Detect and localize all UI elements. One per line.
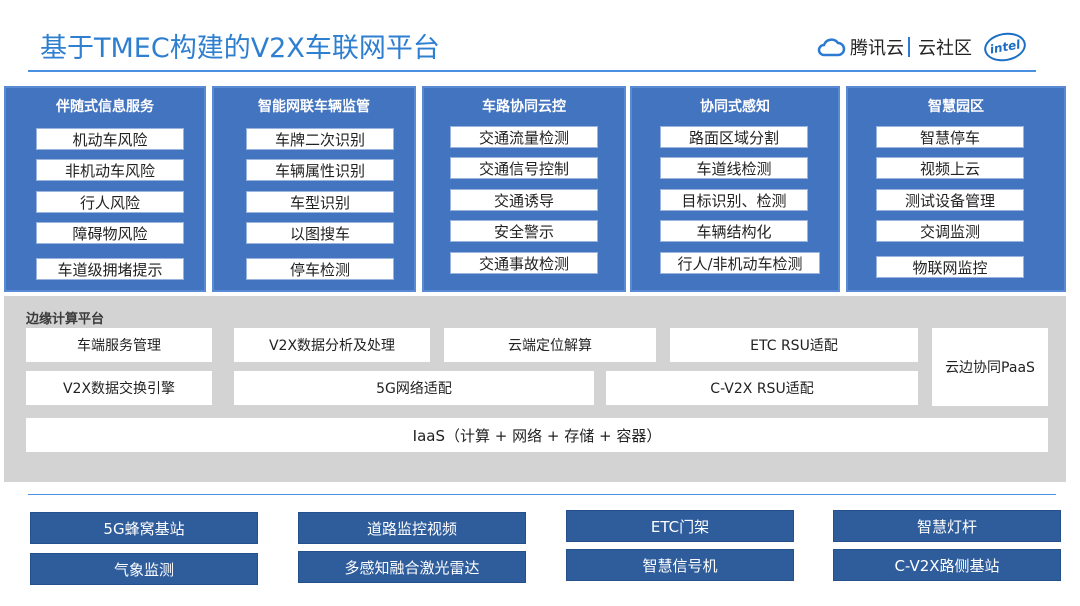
column-item: 目标识别、检测 <box>660 189 808 211</box>
column-item: 以图搜车 <box>246 222 394 244</box>
edge-module: V2X数据交换引擎 <box>26 371 212 405</box>
column-item: 停车检测 <box>246 258 394 280</box>
column-item: 车型识别 <box>246 191 394 213</box>
infra-etc-gantry: ETC门架 <box>566 510 794 542</box>
column-item: 物联网监控 <box>876 256 1024 278</box>
column-item: 交通诱导 <box>450 189 598 211</box>
column-item: 测试设备管理 <box>876 189 1024 211</box>
column-cooperative-perception: 协同式感知 路面区域分割 车道线检测 目标识别、检测 车辆结构化 行人/非机动车… <box>630 86 840 292</box>
column-vehicle-supervision: 智能网联车辆监管 车牌二次识别 车辆属性识别 车型识别 以图搜车 停车检测 <box>212 86 416 292</box>
edge-module: ETC RSU适配 <box>670 328 918 362</box>
edge-module: 5G网络适配 <box>234 371 594 405</box>
intel-logo: intel <box>981 29 1029 65</box>
iaas-layer: IaaS（计算 + 网络 + 存储 + 容器） <box>26 418 1048 452</box>
column-item: 交通信号控制 <box>450 157 598 179</box>
column-item: 车道级拥堵提示 <box>36 258 184 280</box>
column-item: 障碍物风险 <box>36 222 184 244</box>
column-smart-park: 智慧园区 智慧停车 视频上云 测试设备管理 交调监测 物联网监控 <box>846 86 1066 292</box>
column-item: 非机动车风险 <box>36 159 184 181</box>
infra-smart-signal: 智慧信号机 <box>566 549 794 581</box>
column-item: 车辆结构化 <box>660 220 808 242</box>
edge-module: 车端服务管理 <box>26 328 212 362</box>
column-item: 车辆属性识别 <box>246 159 394 181</box>
column-vehicle-road-cloud: 车路协同云控 交通流量检测 交通信号控制 交通诱导 安全警示 交通事故检测 <box>422 86 626 292</box>
infra-5g-base-station: 5G蜂窝基站 <box>30 512 258 544</box>
column-item: 安全警示 <box>450 220 598 242</box>
infra-road-video: 道路监控视频 <box>298 512 526 544</box>
column-item: 交通流量检测 <box>450 126 598 148</box>
column-title: 智慧园区 <box>928 99 984 115</box>
column-title: 协同式感知 <box>700 99 770 115</box>
column-companion-info: 伴随式信息服务 机动车风险 非机动车风险 行人风险 障碍物风险 车道级拥堵提示 <box>4 86 206 292</box>
cloud-community-logo-text: 云社区 <box>918 38 972 59</box>
cloud-edge-paas: 云边协同PaaS <box>932 328 1048 406</box>
column-item: 机动车风险 <box>36 128 184 150</box>
column-title: 伴随式信息服务 <box>56 99 154 115</box>
edge-module: C-V2X RSU适配 <box>606 371 918 405</box>
column-title: 车路协同云控 <box>482 99 566 115</box>
edge-module: V2X数据分析及处理 <box>234 328 430 362</box>
tencent-cloud-logo-text: 腾讯云 <box>850 38 904 59</box>
infra-weather: 气象监测 <box>30 553 258 585</box>
logo-divider <box>908 37 910 57</box>
tencent-cloud-icon <box>817 38 846 57</box>
column-item: 交通事故检测 <box>450 252 598 274</box>
logo-group: 腾讯云 云社区 intel <box>816 29 1038 65</box>
column-item: 车牌二次识别 <box>246 128 394 150</box>
column-item: 视频上云 <box>876 157 1024 179</box>
infra-cv2x-rsu: C-V2X路侧基站 <box>833 549 1061 581</box>
infra-smart-lamp: 智慧灯杆 <box>833 510 1061 542</box>
column-item: 路面区域分割 <box>660 126 808 148</box>
edge-computing-platform: 边缘计算平台 车端服务管理 V2X数据分析及处理 云端定位解算 ETC RSU适… <box>4 296 1066 482</box>
title-divider <box>28 70 1036 72</box>
column-item: 车道线检测 <box>660 157 808 179</box>
application-layer: 伴随式信息服务 机动车风险 非机动车风险 行人风险 障碍物风险 车道级拥堵提示 … <box>4 86 1066 294</box>
edge-platform-title: 边缘计算平台 <box>26 312 105 327</box>
column-item: 交调监测 <box>876 220 1024 242</box>
column-title: 智能网联车辆监管 <box>258 99 370 115</box>
page-title: 基于TMEC构建的V2X车联网平台 <box>40 33 440 64</box>
infra-lidar: 多感知融合激光雷达 <box>298 551 526 583</box>
column-item: 行人风险 <box>36 191 184 213</box>
column-item: 智慧停车 <box>876 126 1024 148</box>
column-item: 行人/非机动车检测 <box>660 252 820 274</box>
infrastructure-divider <box>28 494 1056 495</box>
edge-module: 云端定位解算 <box>444 328 656 362</box>
